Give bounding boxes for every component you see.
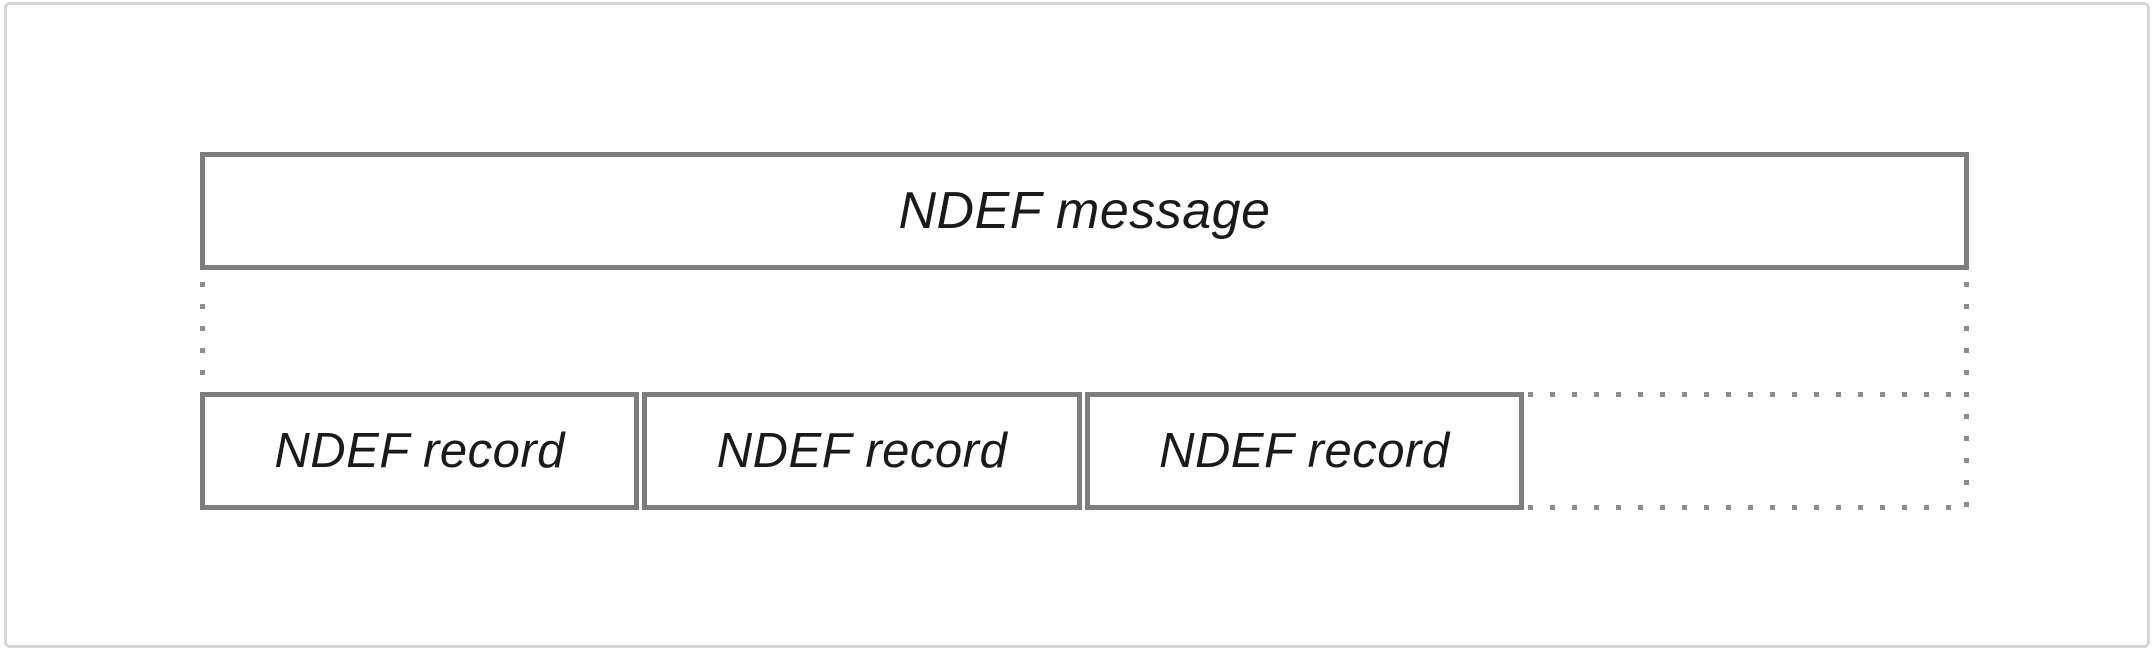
ndef-record-box: NDEF record [642, 392, 1082, 510]
expansion-dotted-line-top [1528, 392, 1965, 397]
ndef-record-row: NDEF record NDEF record NDEF record [200, 392, 1524, 510]
ndef-record-label: NDEF record [716, 424, 1008, 478]
card-frame: NDEF message NDEF record NDEF record NDE… [4, 2, 2150, 648]
ndef-record-label: NDEF record [274, 424, 565, 478]
ndef-message-box: NDEF message [200, 152, 1969, 270]
ndef-record-box: NDEF record [1084, 392, 1524, 510]
expansion-dotted-line-right [1964, 282, 1969, 510]
ndef-record-box: NDEF record [200, 392, 640, 510]
ndef-record-label: NDEF record [1159, 424, 1450, 478]
ndef-message-label: NDEF message [898, 182, 1271, 240]
expansion-dotted-line-left [200, 282, 205, 385]
expansion-dotted-line-bottom [1528, 505, 1965, 510]
